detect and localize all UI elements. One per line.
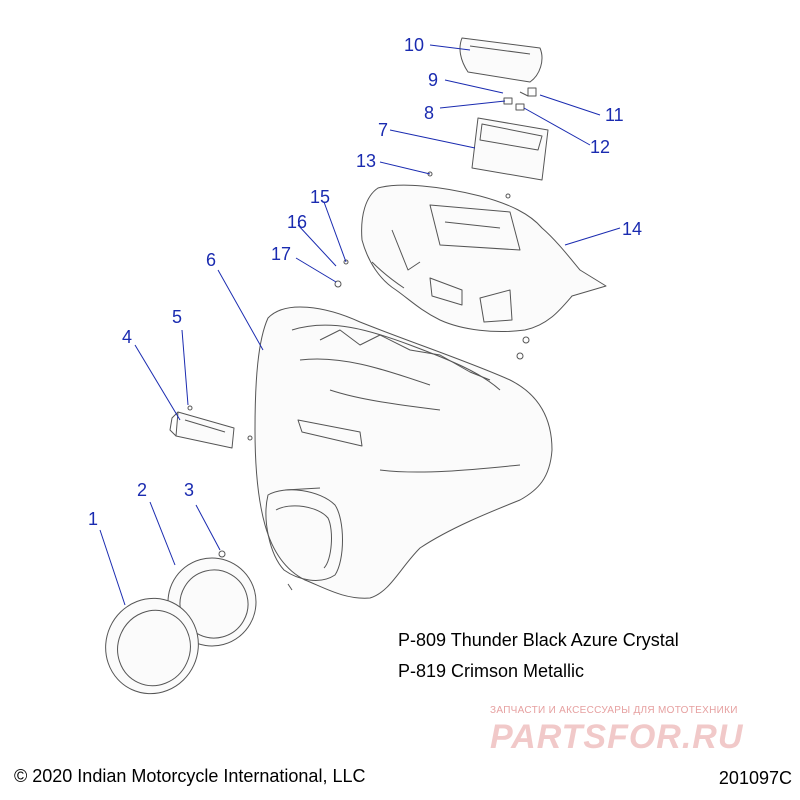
callout-1: 1: [88, 509, 99, 529]
callout-12: 12: [590, 137, 611, 157]
callout-9: 9: [428, 70, 439, 90]
paint-note-2: P-819 Crimson Metallic: [398, 661, 585, 681]
part-inner-fairing: [361, 184, 607, 332]
callout-8: 8: [424, 103, 435, 123]
callout-14: 14: [622, 219, 643, 239]
callout-10: 10: [404, 35, 425, 55]
callout-7: 7: [378, 120, 389, 140]
watermark-logo: PARTSFOR.RU: [490, 718, 744, 756]
paint-note-1: P-809 Thunder Black Azure Crystal: [398, 630, 679, 650]
callout-2: 2: [137, 480, 148, 500]
callout-16: 16: [287, 212, 308, 232]
drawing-number: 201097C: [718, 768, 792, 788]
callout-15: 15: [310, 187, 331, 207]
part-trim-ring: [105, 597, 199, 695]
leader-lines: [99, 44, 621, 606]
callout-4: 4: [122, 327, 133, 347]
part-pocket: [471, 117, 549, 181]
callout-5: 5: [172, 307, 183, 327]
part-lid: [459, 37, 543, 83]
part-fairing: [254, 306, 553, 599]
copyright-text: © 2020 Indian Motorcycle International, …: [14, 766, 366, 786]
callout-6: 6: [206, 250, 217, 270]
part-light-housing: [169, 411, 235, 449]
part-hardware: [503, 87, 537, 111]
watermark-tagline: ЗАПЧАСТИ И АКСЕССУАРЫ ДЛЯ МОТОТЕХНИКИ: [490, 705, 738, 716]
callout-13: 13: [356, 151, 377, 171]
callout-17: 17: [271, 244, 292, 264]
callout-11: 11: [605, 105, 624, 125]
callout-3: 3: [184, 480, 195, 500]
